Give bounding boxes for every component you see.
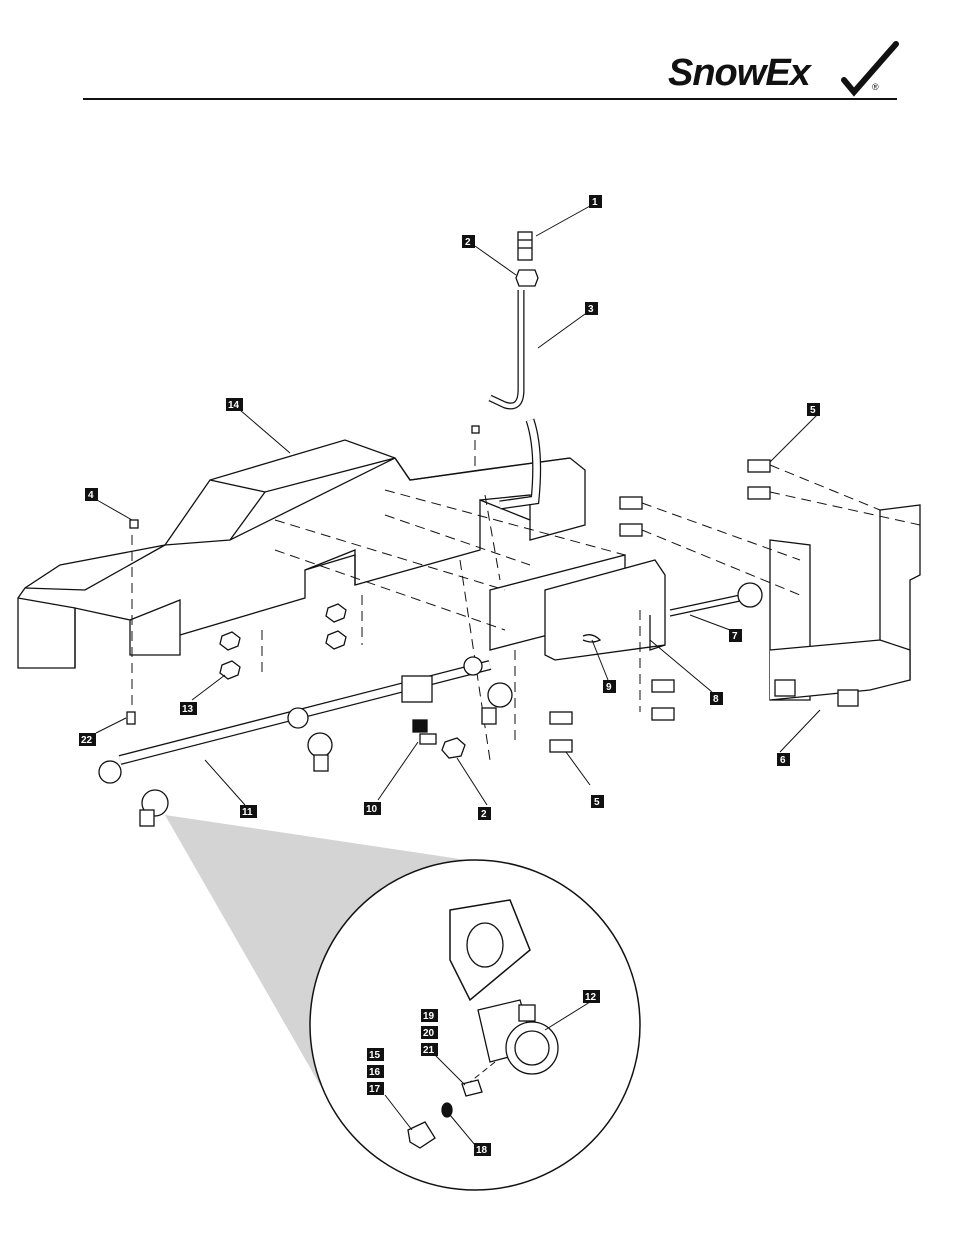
svg-text:18: 18: [476, 1145, 488, 1156]
svg-text:5: 5: [810, 405, 816, 416]
callout-12: 12: [583, 990, 600, 1003]
hex-nut: [516, 270, 538, 286]
svg-text:9: 9: [606, 682, 612, 693]
callout-18: 18: [474, 1143, 491, 1156]
svg-text:15: 15: [369, 1050, 381, 1061]
svg-text:5: 5: [594, 797, 600, 808]
elbow-fitting: [413, 720, 436, 744]
svg-text:12: 12: [585, 992, 597, 1003]
svg-text:10: 10: [366, 804, 378, 815]
svg-text:14: 14: [228, 400, 240, 411]
svg-text:4: 4: [88, 490, 94, 501]
svg-text:7: 7: [732, 631, 738, 642]
svg-text:8: 8: [713, 694, 719, 705]
callout-1: 1: [589, 195, 602, 208]
hitch-bracket: [770, 505, 920, 706]
svg-text:13: 13: [182, 704, 194, 715]
callout-14: 14: [226, 398, 243, 411]
callout-13: 13: [180, 702, 197, 715]
callout-17: 17: [367, 1082, 384, 1095]
hitch-pin: [670, 583, 762, 616]
fitting: [518, 232, 532, 260]
callout-16: 16: [367, 1065, 384, 1078]
callout-8: 8: [710, 692, 723, 705]
callout-9: 9: [603, 680, 616, 693]
svg-text:20: 20: [423, 1028, 435, 1039]
svg-text:1: 1: [592, 197, 598, 208]
svg-text:3: 3: [588, 304, 594, 315]
callout-19: 19: [421, 1009, 438, 1022]
svg-text:19: 19: [423, 1011, 435, 1022]
callout-11: 11: [240, 805, 257, 818]
callout-22: 22: [79, 733, 96, 746]
callout-3: 3: [585, 302, 598, 315]
cap-screw: [127, 712, 135, 724]
svg-text:21: 21: [423, 1045, 435, 1056]
callout-15: 15: [367, 1048, 384, 1061]
callout-21: 21: [421, 1043, 438, 1056]
callout-2: 2: [478, 807, 491, 820]
callout-7: 7: [729, 629, 742, 642]
svg-text:22: 22: [81, 735, 93, 746]
callout-4: 4: [85, 488, 98, 501]
svg-text:2: 2: [465, 237, 471, 248]
svg-text:16: 16: [369, 1067, 381, 1078]
callout-6: 6: [777, 753, 790, 766]
svg-text:2: 2: [481, 809, 487, 820]
hex-nut-lower: [442, 738, 465, 758]
svg-text:6: 6: [780, 755, 786, 766]
callout-20: 20: [421, 1026, 438, 1039]
callout-2: 2: [462, 235, 475, 248]
mount-plate: [490, 555, 665, 660]
callout-5: 5: [591, 795, 604, 808]
callout-5: 5: [807, 403, 820, 416]
callout-10: 10: [364, 802, 381, 815]
svg-text:17: 17: [369, 1084, 381, 1095]
svg-text:11: 11: [242, 807, 253, 818]
